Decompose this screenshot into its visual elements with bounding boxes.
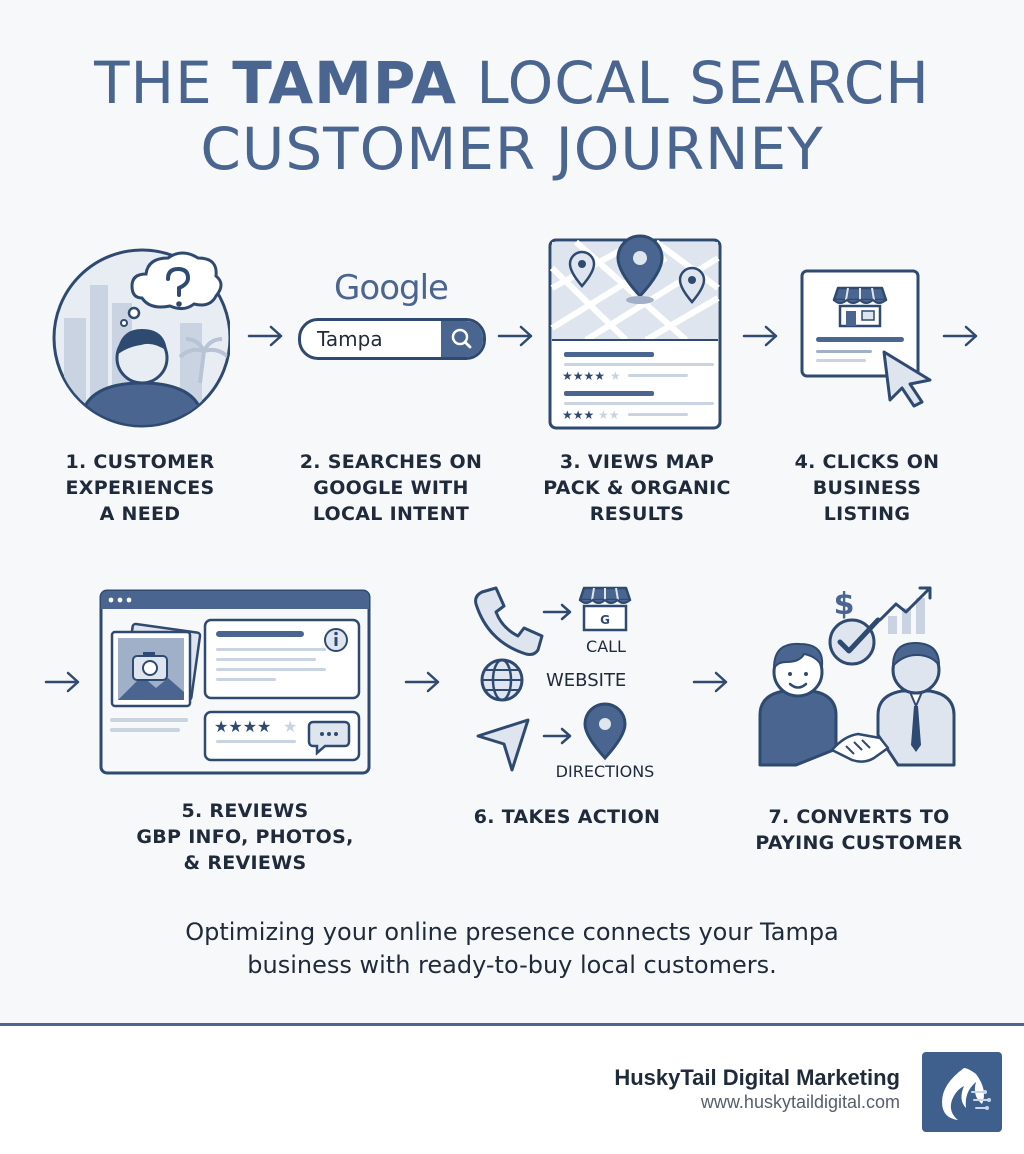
svg-text:★★★★: ★★★★ [562, 369, 605, 383]
arrow-right-icon [942, 325, 978, 347]
action-website: WEBSITE [546, 670, 626, 691]
title-line-2: CUSTOMER JOURNEY [200, 115, 824, 183]
brand-url[interactable]: www.huskytaildigital.com [700, 1092, 900, 1112]
arrow-right-icon [742, 325, 778, 347]
storefront-icon [832, 286, 888, 328]
search-brand-logo: Google [334, 268, 449, 308]
chat-bubble-icon [307, 720, 351, 756]
brand-logo-icon [922, 1052, 1002, 1132]
search-icon [451, 328, 472, 349]
arrow-right-icon [404, 671, 440, 693]
arrow-right-icon [497, 325, 533, 347]
arrow-right-icon [44, 671, 80, 693]
photo-icon [110, 622, 202, 708]
svg-text:★★★★: ★★★★ [214, 717, 271, 736]
gbp-profile-illustration: ★★★★★ [99, 589, 371, 775]
checkmark-icon [828, 617, 881, 666]
brand-name: HuskyTail Digital Marketing [614, 1065, 900, 1090]
search-button [441, 321, 483, 357]
map-pin-icon [616, 234, 664, 304]
title-line-1: THE TAMPA LOCAL SEARCH [94, 49, 930, 117]
footer [0, 1026, 1024, 1154]
svg-text:★: ★ [283, 717, 297, 736]
customer-person-icon [758, 642, 838, 767]
globe-icon [480, 658, 524, 702]
svg-text:★★: ★★ [598, 408, 620, 422]
search-query: Tampa [317, 327, 383, 351]
business-owner-icon [876, 641, 956, 767]
currency-symbol: $ [834, 587, 855, 622]
footer-divider [0, 1023, 1024, 1026]
arrow-right-icon [247, 325, 283, 347]
step-6-label: 6. TAKES ACTION [473, 806, 661, 828]
action-directions: DIRECTIONS [556, 762, 655, 781]
business-listing-illustration [800, 269, 932, 408]
growth-chart-icon [878, 586, 932, 634]
tagline: Optimizing your online presence connects… [185, 918, 839, 979]
page-title: THE TAMPA LOCAL SEARCH CUSTOMER JOURNEY [0, 50, 1024, 182]
map-pack-illustration: ★★★★★ ★★★★★ [548, 234, 722, 430]
storefront-icon: G [578, 586, 632, 632]
navigation-arrow-icon [476, 718, 530, 772]
customer-need-illustration [52, 248, 230, 428]
take-action-illustration: G CALL WEBSITE DIRECTIONS [474, 586, 655, 781]
phone-icon [474, 586, 544, 656]
google-search-illustration: Google Tampa [296, 268, 486, 360]
cursor-icon [882, 350, 932, 408]
arrow-right-icon [692, 671, 728, 693]
thought-bubble-icon [120, 251, 223, 327]
search-box: Tampa [298, 318, 486, 360]
action-call: CALL [586, 637, 626, 656]
store-letter: G [600, 613, 610, 627]
svg-text:★: ★ [610, 369, 621, 383]
handshake-icon [830, 732, 890, 763]
conversion-illustration: $ [758, 586, 956, 767]
map-pin-icon [583, 702, 627, 761]
svg-text:★★★: ★★★ [562, 408, 594, 422]
